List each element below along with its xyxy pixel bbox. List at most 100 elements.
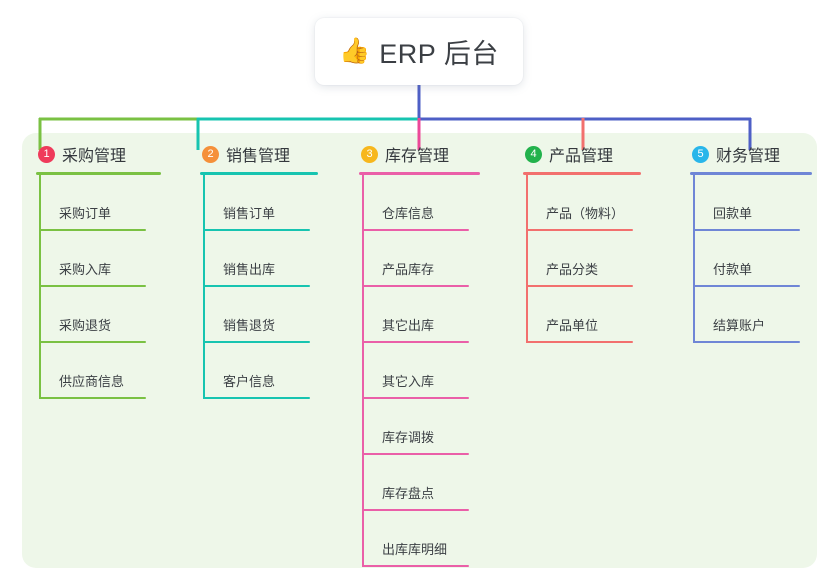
branch-item-underline: [39, 397, 146, 399]
branch-item-underline: [203, 341, 310, 343]
branch-title: 销售管理: [226, 148, 291, 165]
branch-item-label: 产品库存: [382, 262, 435, 277]
branch-item-list: 采购订单采购入库采购退货供应商信息: [36, 175, 200, 399]
branch-column-5: 5 财务管理回款单付款单结算账户: [690, 133, 839, 343]
branch-item-list: 仓库信息产品库存其它出库其它入库库存调拨库存盘点出库库明细: [359, 175, 523, 567]
branch-item-underline: [203, 229, 310, 231]
branch-column-2: 2 销售管理销售订单销售出库销售退货客户信息: [200, 133, 364, 399]
branch-column-4: 4 产品管理产品（物料） 产品分类产品单位: [523, 133, 687, 343]
branch-item[interactable]: 结算账户: [690, 287, 839, 343]
branch-item-underline: [203, 397, 310, 399]
branch-item-label: 供应商信息: [59, 374, 125, 389]
branch-item-underline: [362, 397, 469, 399]
branch-item[interactable]: 销售出库: [200, 231, 364, 287]
branch-title: 库存管理: [385, 148, 450, 165]
branch-item-label: 库存盘点: [382, 486, 435, 501]
branch-title: 产品管理: [549, 148, 614, 165]
branch-item[interactable]: 采购退货: [36, 287, 200, 343]
branch-item[interactable]: 回款单: [690, 175, 839, 231]
branch-title: 财务管理: [716, 148, 781, 165]
branch-spine: [39, 175, 41, 399]
branch-item-label: 产品（物料）: [546, 206, 625, 221]
branch-header-underline: [523, 172, 641, 175]
branch-item[interactable]: 供应商信息: [36, 343, 200, 399]
branch-item[interactable]: 产品库存: [359, 231, 523, 287]
branch-item[interactable]: 库存盘点: [359, 455, 523, 511]
branch-item[interactable]: 库存调拨: [359, 399, 523, 455]
branch-item[interactable]: 产品单位: [523, 287, 687, 343]
branch-item-label: 采购退货: [59, 318, 112, 333]
branch-item[interactable]: 采购入库: [36, 231, 200, 287]
branch-badge-5: 5: [692, 145, 709, 163]
root-title: ERP 后台: [379, 39, 499, 69]
branch-item[interactable]: 仓库信息: [359, 175, 523, 231]
branch-item-underline: [362, 453, 469, 455]
branch-item-label: 付款单: [713, 262, 753, 277]
branch-item-label: 销售出库: [223, 262, 276, 277]
branch-spine: [526, 175, 528, 343]
branch-item-label: 产品分类: [546, 262, 599, 277]
branch-badge-3: 3: [361, 145, 378, 163]
branch-item[interactable]: 其它入库: [359, 343, 523, 399]
branch-item-label: 采购订单: [59, 206, 112, 221]
branch-item-underline: [693, 285, 800, 287]
branch-spine: [693, 175, 695, 343]
branch-header-1[interactable]: 1 采购管理: [36, 133, 200, 175]
branch-header-2[interactable]: 2 销售管理: [200, 133, 364, 175]
branch-item-underline: [362, 341, 469, 343]
branch-item-underline: [39, 229, 146, 231]
branch-item[interactable]: 产品（物料）: [523, 175, 687, 231]
branch-column-1: 1 采购管理采购订单采购入库采购退货供应商信息: [36, 133, 200, 399]
branch-item-label: 采购入库: [59, 262, 112, 277]
branch-title: 采购管理: [62, 148, 127, 165]
branch-spine: [362, 175, 364, 567]
branch-item-label: 产品单位: [546, 318, 599, 333]
branch-item-underline: [362, 285, 469, 287]
branch-header-4[interactable]: 4 产品管理: [523, 133, 687, 175]
branch-header-underline: [690, 172, 812, 175]
branch-item[interactable]: 客户信息: [200, 343, 364, 399]
branch-item-underline: [203, 285, 310, 287]
branch-badge-1: 1: [38, 145, 55, 163]
branch-item-underline: [526, 285, 633, 287]
mindmap-panel: [22, 133, 817, 568]
branch-item[interactable]: 产品分类: [523, 231, 687, 287]
branch-item-list: 产品（物料） 产品分类产品单位: [523, 175, 687, 343]
branch-item-label: 出库库明细: [382, 542, 448, 557]
branch-item[interactable]: 销售退货: [200, 287, 364, 343]
branch-badge-2: 2: [202, 145, 219, 163]
branch-item-label: 仓库信息: [382, 206, 435, 221]
branch-item-label: 销售退货: [223, 318, 276, 333]
branch-item-underline: [362, 509, 469, 511]
branch-item-label: 客户信息: [223, 374, 276, 389]
branch-item-underline: [362, 229, 469, 231]
branch-item[interactable]: 销售订单: [200, 175, 364, 231]
branch-item-label: 库存调拨: [382, 430, 435, 445]
branch-item[interactable]: 其它出库: [359, 287, 523, 343]
branch-header-underline: [200, 172, 318, 175]
branch-header-3[interactable]: 3 库存管理: [359, 133, 523, 175]
branch-item-underline: [693, 341, 800, 343]
branch-item-underline: [526, 229, 633, 231]
branch-item-label: 回款单: [713, 206, 753, 221]
branch-item[interactable]: 采购订单: [36, 175, 200, 231]
thumbs-up-icon: 👍: [339, 37, 371, 65]
branch-item-list: 回款单付款单结算账户: [690, 175, 839, 343]
branch-column-3: 3 库存管理仓库信息产品库存其它出库其它入库库存调拨库存盘点出库库明细: [359, 133, 523, 567]
branch-item-underline: [526, 341, 633, 343]
branch-header-underline: [36, 172, 161, 175]
branch-badge-4: 4: [525, 145, 542, 163]
branch-item-underline: [39, 341, 146, 343]
root-node[interactable]: 👍 ERP 后台: [315, 18, 523, 85]
branch-header-5[interactable]: 5 财务管理: [690, 133, 839, 175]
branch-item[interactable]: 付款单: [690, 231, 839, 287]
branch-item-label: 其它入库: [382, 374, 435, 389]
branch-item-underline: [693, 229, 800, 231]
branch-spine: [203, 175, 205, 399]
branch-item-underline: [39, 285, 146, 287]
branch-header-underline: [359, 172, 480, 175]
branch-item[interactable]: 出库库明细: [359, 511, 523, 567]
branch-item-list: 销售订单销售出库销售退货客户信息: [200, 175, 364, 399]
branch-item-label: 销售订单: [223, 206, 276, 221]
